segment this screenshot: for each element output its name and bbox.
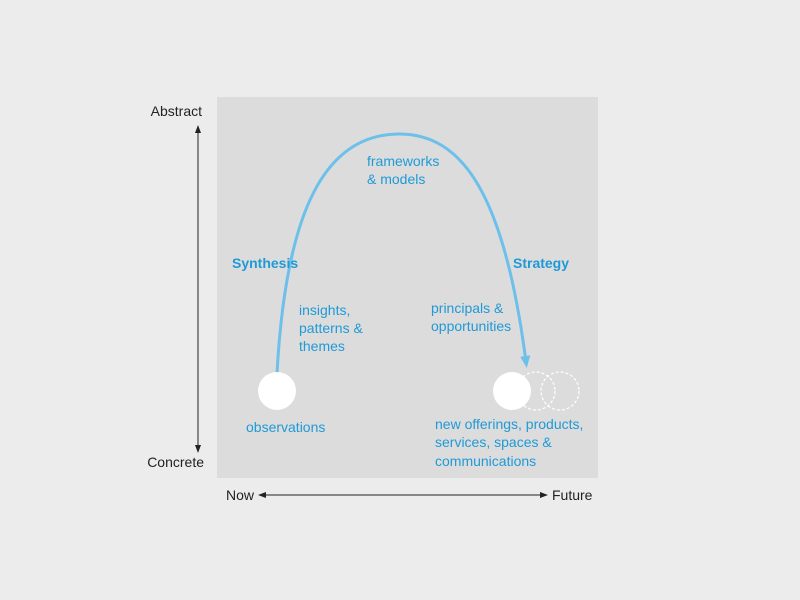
axis-label-concrete: Concrete [147,454,204,470]
principals-label-line2: opportunities [431,318,511,334]
outcome-circle [493,372,531,410]
offerings-label-line2: services, spaces & [435,434,552,450]
axis-label-future: Future [552,487,593,503]
outcome-circle-dashed-mid [516,371,556,411]
outcome-circle-dashed-far [540,371,580,411]
principals-label-line1: principals & [431,300,504,316]
frameworks-label-line1: frameworks [367,153,439,169]
insights-label-line2: patterns & [299,320,363,336]
observations-circle [258,372,296,410]
axis-label-abstract: Abstract [151,103,202,119]
synthesis-strategy-arc [275,132,531,374]
insights-label-line3: themes [299,338,345,354]
strategy-label: Strategy [513,255,569,271]
offerings-label-line3: communications [435,453,536,469]
synthesis-label: Synthesis [232,255,298,271]
frameworks-label-line2: & models [367,171,425,187]
diagram-panel [217,97,598,478]
offerings-label-line1: new offerings, products, [435,416,583,432]
insights-label-line1: insights, [299,302,350,318]
observations-label: observations [246,419,325,435]
axis-label-now: Now [226,487,255,503]
